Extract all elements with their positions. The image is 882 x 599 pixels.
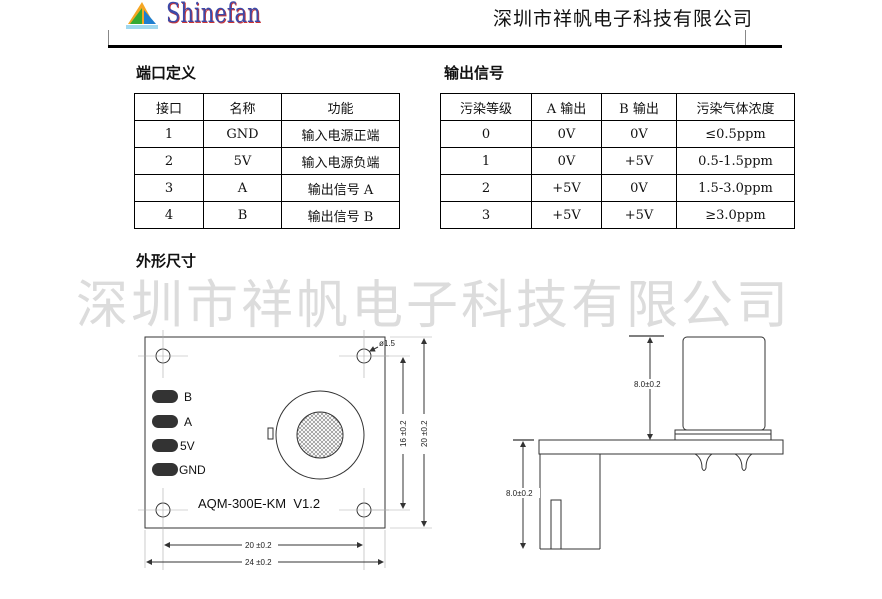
sensor-tab	[267, 427, 274, 440]
cell: +5V	[531, 174, 602, 202]
pin	[694, 453, 713, 471]
pads	[152, 390, 178, 476]
cell: +5V	[531, 201, 602, 229]
pad-label: B	[184, 390, 192, 404]
crop-mark	[108, 30, 109, 48]
cell: 4	[134, 201, 204, 229]
cell: 0V	[531, 120, 602, 148]
pcb-outline	[144, 336, 386, 529]
sensor-mesh	[296, 411, 344, 459]
cell: 0.5-1.5ppm	[676, 147, 795, 175]
company-name: 深圳市祥帆电子科技有限公司	[493, 8, 754, 30]
cell: 0V	[601, 120, 677, 148]
cell: ≥3.0ppm	[676, 201, 795, 229]
header-cell: 功能	[281, 93, 400, 121]
cell: A	[203, 174, 282, 202]
table-row: 3+5V+5V≥3.0ppm	[440, 201, 795, 229]
cell: 1	[134, 120, 204, 148]
logo-text: Shinefan	[166, 0, 261, 29]
header-cell: A 输出	[531, 93, 602, 121]
model-label: AQM-300E-KM V1.2	[198, 496, 320, 511]
side-top-dim-label: 8.0±0.2	[634, 380, 661, 389]
side-bottom-dim-label: 8.0±0.2	[506, 489, 533, 498]
connector-slot	[550, 499, 562, 549]
pad-label: A	[184, 415, 192, 429]
dimensions-title: 外形尺寸	[136, 252, 197, 270]
signals-title: 输出信号	[444, 64, 505, 82]
header-cell: 污染等级	[440, 93, 532, 121]
mounting-holes	[138, 330, 389, 570]
cell: +5V	[601, 201, 677, 229]
hole-dim-label: ø1.5	[379, 339, 396, 348]
logo-icon	[124, 2, 160, 29]
side-view	[513, 335, 784, 550]
sensor-base	[674, 429, 772, 441]
cell: 5V	[203, 147, 282, 175]
cell: ≤0.5ppm	[676, 120, 795, 148]
header-cell: 污染气体浓度	[676, 93, 795, 121]
dim-20h-label: 20 ±0.2	[245, 541, 272, 550]
dim-24-label: 24 ±0.2	[245, 558, 272, 567]
pin	[734, 453, 753, 471]
sensor-can	[682, 336, 766, 431]
cell: B	[203, 201, 282, 229]
cell: 1.5-3.0ppm	[676, 174, 795, 202]
side-pcb	[538, 439, 784, 455]
header-cell: 名称	[203, 93, 282, 121]
cell: 输入电源正端	[281, 120, 400, 148]
dim-20v-label: 20 ±0.2	[420, 420, 429, 447]
header-rule	[108, 45, 782, 48]
ports-title: 端口定义	[136, 64, 197, 82]
cell: 输出信号 B	[281, 201, 400, 229]
crop-mark	[745, 30, 746, 46]
pad-label: 5V	[180, 439, 195, 453]
cell: GND	[203, 120, 282, 148]
cell: 2	[134, 147, 204, 175]
pad-label: GND	[179, 463, 206, 477]
sensor-body	[275, 390, 365, 480]
watermark: 深圳市祥帆电子科技有限公司	[76, 276, 792, 336]
dim-16-label: 16 ±0.2	[399, 420, 408, 447]
top-view	[138, 330, 432, 570]
connector	[539, 454, 601, 550]
header-cell: B 输出	[601, 93, 677, 121]
hole-leader	[369, 346, 379, 352]
cell: 输入电源负端	[281, 147, 400, 175]
